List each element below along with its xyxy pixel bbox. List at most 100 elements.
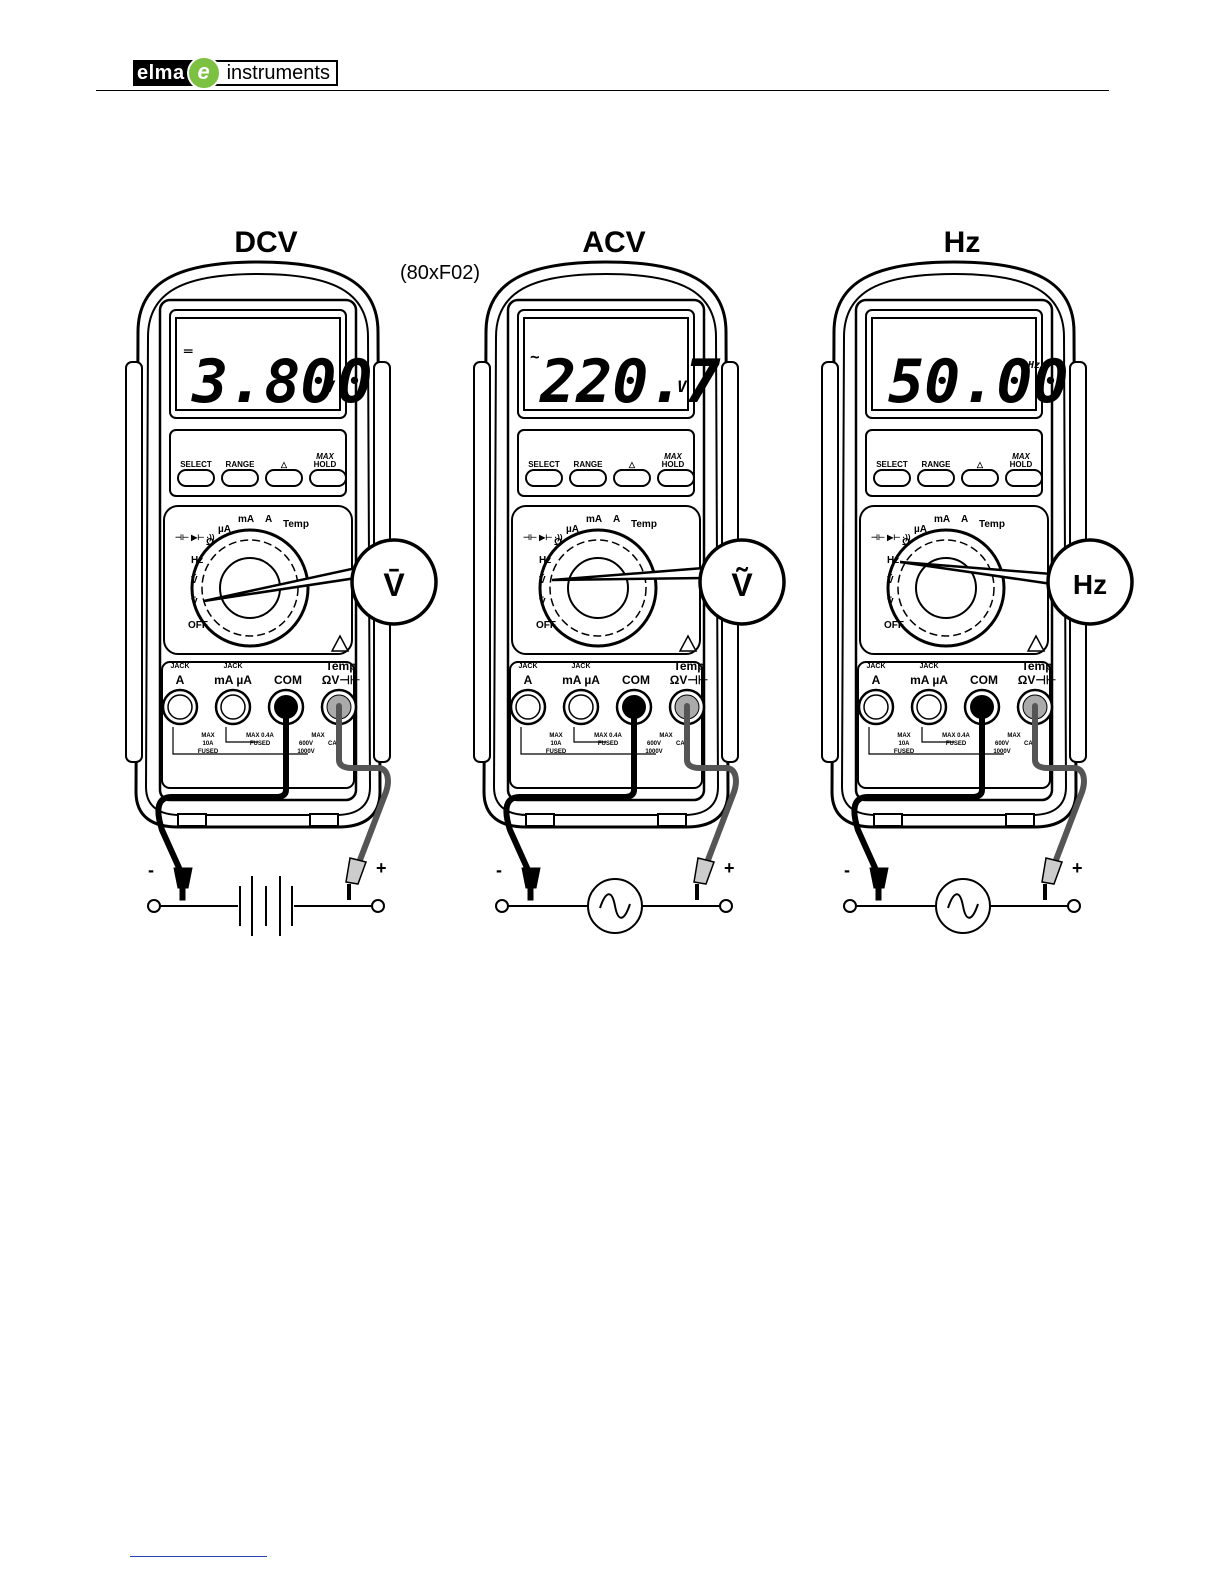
spec-fused: FUSED (598, 741, 619, 747)
lcd-mode-dcv: ═ (183, 344, 193, 360)
term-maua: mA µA (910, 673, 948, 687)
jack-label: JACK (866, 663, 885, 670)
spec-fused: FUSED (894, 749, 915, 755)
spec-1000v: 1000V (645, 749, 662, 755)
dial-ma: mA (934, 514, 950, 525)
btn-range-label: RANGE (574, 460, 604, 469)
btn-max-label: MAX (316, 452, 334, 461)
btn-select-label: SELECT (876, 460, 908, 469)
panel-title-hz: Hz (943, 226, 981, 259)
term-maua: mA µA (214, 673, 252, 687)
spec-max: MAX (897, 733, 910, 739)
dial-off: OFF (884, 620, 904, 631)
term-temp: Temp (673, 659, 704, 673)
btn-range-label: RANGE (226, 460, 256, 469)
dial-temp: Temp (283, 519, 309, 530)
dial-v-dc: V̄ (887, 596, 894, 608)
spec-fused: FUSED (546, 749, 567, 755)
dial-a: A (613, 514, 620, 525)
lead-neg: - (844, 860, 850, 880)
dial-diode: ⊣⊢ ▶⊢ ·)) (523, 532, 563, 542)
term-temp: Temp (325, 659, 356, 673)
spec-10a: 10A (898, 741, 910, 747)
lead-neg: - (496, 860, 502, 880)
spec-cat: CAT (676, 741, 688, 747)
circuit-hz (843, 878, 1081, 934)
dial-hz: Hz (191, 555, 203, 566)
lcd-value-dcv: 3.800 (191, 347, 373, 417)
dial-diode: ⊣⊢ ▶⊢ ·)) (871, 532, 911, 542)
lead-pos: + (724, 858, 735, 878)
dial-ua: µA (218, 524, 231, 535)
dial-v-ac: Ṽ (539, 573, 546, 586)
dial-hz: Hz (887, 555, 899, 566)
term-a: A (524, 673, 533, 687)
lcd-value-hz: 50.00 (888, 347, 1069, 417)
lead-neg: - (148, 860, 154, 880)
dial-v-dc: V̄ (191, 596, 198, 608)
jack-label: JACK (919, 663, 938, 670)
spec-600v: 600V (995, 741, 1009, 747)
dial-ua: µA (914, 524, 927, 535)
dial-temp: Temp (979, 519, 1005, 530)
lead-pos: + (1072, 858, 1083, 878)
dial-temp: Temp (631, 519, 657, 530)
spec-max: MAX (659, 733, 672, 739)
dial-a: A (961, 514, 968, 525)
dial-diode: ⊣⊢ ▶⊢ ·)) (175, 532, 215, 542)
lcd-unit-acv: V (677, 377, 688, 396)
spec-cat: CAT (1024, 741, 1036, 747)
spec-max: MAX (549, 733, 562, 739)
battery-icon (239, 876, 293, 936)
jack-label: JACK (170, 663, 189, 670)
dial-ma: mA (586, 514, 602, 525)
spec-max: MAX (201, 733, 214, 739)
panel-title-dcv: DCV (234, 226, 298, 259)
header-rule (96, 90, 1109, 91)
dial-ma: mA (238, 514, 254, 525)
circuit-acv (495, 878, 733, 934)
spec-max: MAX (1007, 733, 1020, 739)
term-maua: mA µA (562, 673, 600, 687)
btn-delta-label: △ (280, 460, 288, 469)
spec-fused: FUSED (946, 741, 967, 747)
term-v: ΩV⊣⊢ (322, 673, 361, 687)
spec-cat: CAT (328, 741, 340, 747)
dial-off: OFF (536, 620, 556, 631)
term-com: COM (274, 673, 302, 687)
btn-select-label: SELECT (528, 460, 560, 469)
figure-id: (80xF02) (400, 262, 481, 284)
dial-v-ac: Ṽ (191, 573, 198, 586)
spec-600v: 600V (299, 741, 313, 747)
logo-e-mark: e (186, 56, 221, 90)
spec-1000v: 1000V (297, 749, 314, 755)
spec-fused: FUSED (250, 741, 271, 747)
lcd-value-acv: 220.7 (539, 347, 721, 417)
term-a: A (872, 673, 881, 687)
elma-logo: elma e instruments (133, 56, 338, 90)
spec-10a: 10A (202, 741, 214, 747)
circuit-dcv (147, 876, 385, 936)
callout-acv: Ṽ (731, 567, 753, 603)
spec-1000v: 1000V (993, 749, 1010, 755)
dial-v-ac: Ṽ (887, 573, 894, 586)
spec-600v: 600V (647, 741, 661, 747)
dial-v-dc: V̄ (539, 596, 546, 608)
logo-text-instruments: instruments (214, 60, 338, 86)
logo-text-elma: elma (133, 60, 193, 86)
lcd-mode-acv: ~ (530, 347, 540, 366)
term-com: COM (970, 673, 998, 687)
jack-label: JACK (223, 663, 242, 670)
btn-hold-label: HOLD (1010, 460, 1033, 469)
jack-label: JACK (571, 663, 590, 670)
dial-hz: Hz (539, 555, 551, 566)
dial-a: A (265, 514, 272, 525)
dial-ohm: Ω (554, 537, 562, 548)
panel-title-acv: ACV (582, 226, 646, 259)
spec-max: MAX (311, 733, 324, 739)
callout-dcv: V̄ (383, 567, 405, 603)
term-v: ΩV⊣⊢ (1018, 673, 1057, 687)
lead-pos: + (376, 858, 387, 878)
btn-range-label: RANGE (922, 460, 952, 469)
